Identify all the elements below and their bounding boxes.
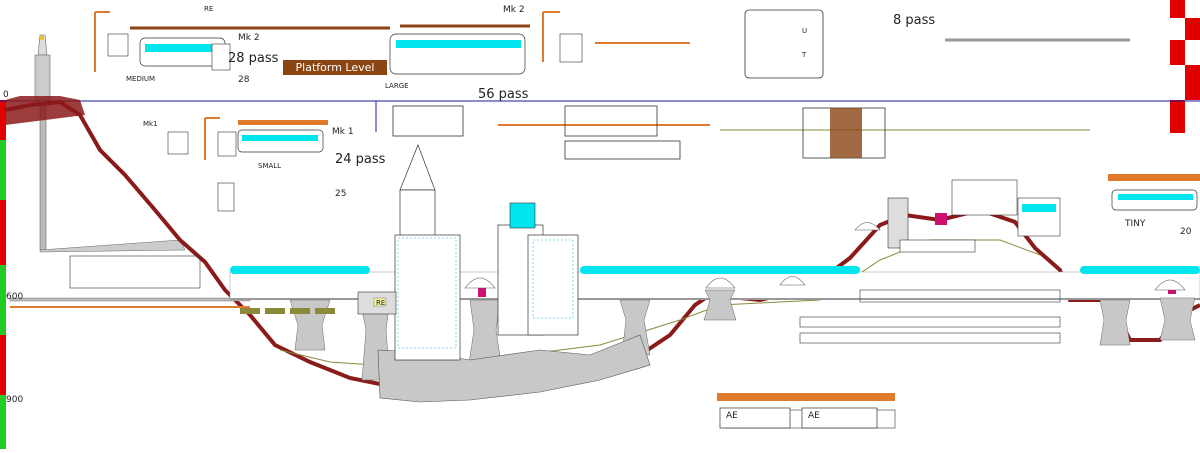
lower-trains: [240, 308, 335, 314]
platform-level-badge: Platform Level: [283, 60, 387, 75]
label-ae-1: AE: [726, 411, 738, 421]
scale-flag-right: [1170, 0, 1200, 133]
label-zero: 0: [3, 90, 9, 100]
label-24-pass: 24 pass: [335, 152, 386, 167]
tiny-train: [1108, 174, 1200, 211]
label-re-top: RE: [204, 5, 214, 13]
mk2-large-train: [389, 24, 530, 75]
label-u: U: [802, 27, 808, 35]
label-8-pass: 8 pass: [893, 13, 936, 28]
label-28-pass: 28 pass: [228, 51, 279, 66]
label-large: LARGE: [385, 82, 409, 90]
label-medium: MEDIUM: [126, 75, 156, 83]
pylons: [289, 289, 1196, 381]
label-mk2-a: Mk 2: [238, 33, 260, 43]
label-t: T: [802, 51, 807, 59]
label-600: 600: [6, 292, 24, 302]
mk2-medium-train: [130, 26, 390, 67]
cross-section-diagrams: [392, 9, 886, 160]
track-domes: [464, 222, 1186, 291]
label-900: 900: [6, 395, 24, 405]
cranes: [94, 11, 560, 160]
red-station-marker: [478, 285, 486, 297]
label-mk2-b: Mk 2: [503, 5, 525, 15]
station-roof: [830, 108, 862, 158]
label-25: 25: [335, 189, 347, 199]
label-28: 28: [238, 75, 250, 85]
label-mk1-small: Mk1: [143, 120, 158, 128]
label-56-pass: 56 pass: [478, 87, 529, 102]
label-tiny: TINY: [1125, 219, 1146, 229]
glass-skyscraper: [394, 144, 461, 361]
gondola-cabins: [107, 33, 583, 212]
station-re: [357, 291, 397, 315]
city-foundation: [377, 334, 651, 403]
label-ae-2: AE: [808, 411, 820, 421]
top-bridges: [498, 38, 1130, 131]
label-20: 20: [1180, 227, 1192, 237]
label-small: SMALL: [258, 162, 282, 170]
label-mk1: Mk 1: [332, 127, 354, 137]
label-re-building: RE: [376, 299, 386, 307]
right-building: [497, 202, 579, 336]
vertical-scale: [0, 100, 6, 449]
mk1-small-train: [237, 120, 328, 153]
hill-station: [887, 179, 1061, 253]
bottom-ae-cars: [717, 393, 895, 429]
